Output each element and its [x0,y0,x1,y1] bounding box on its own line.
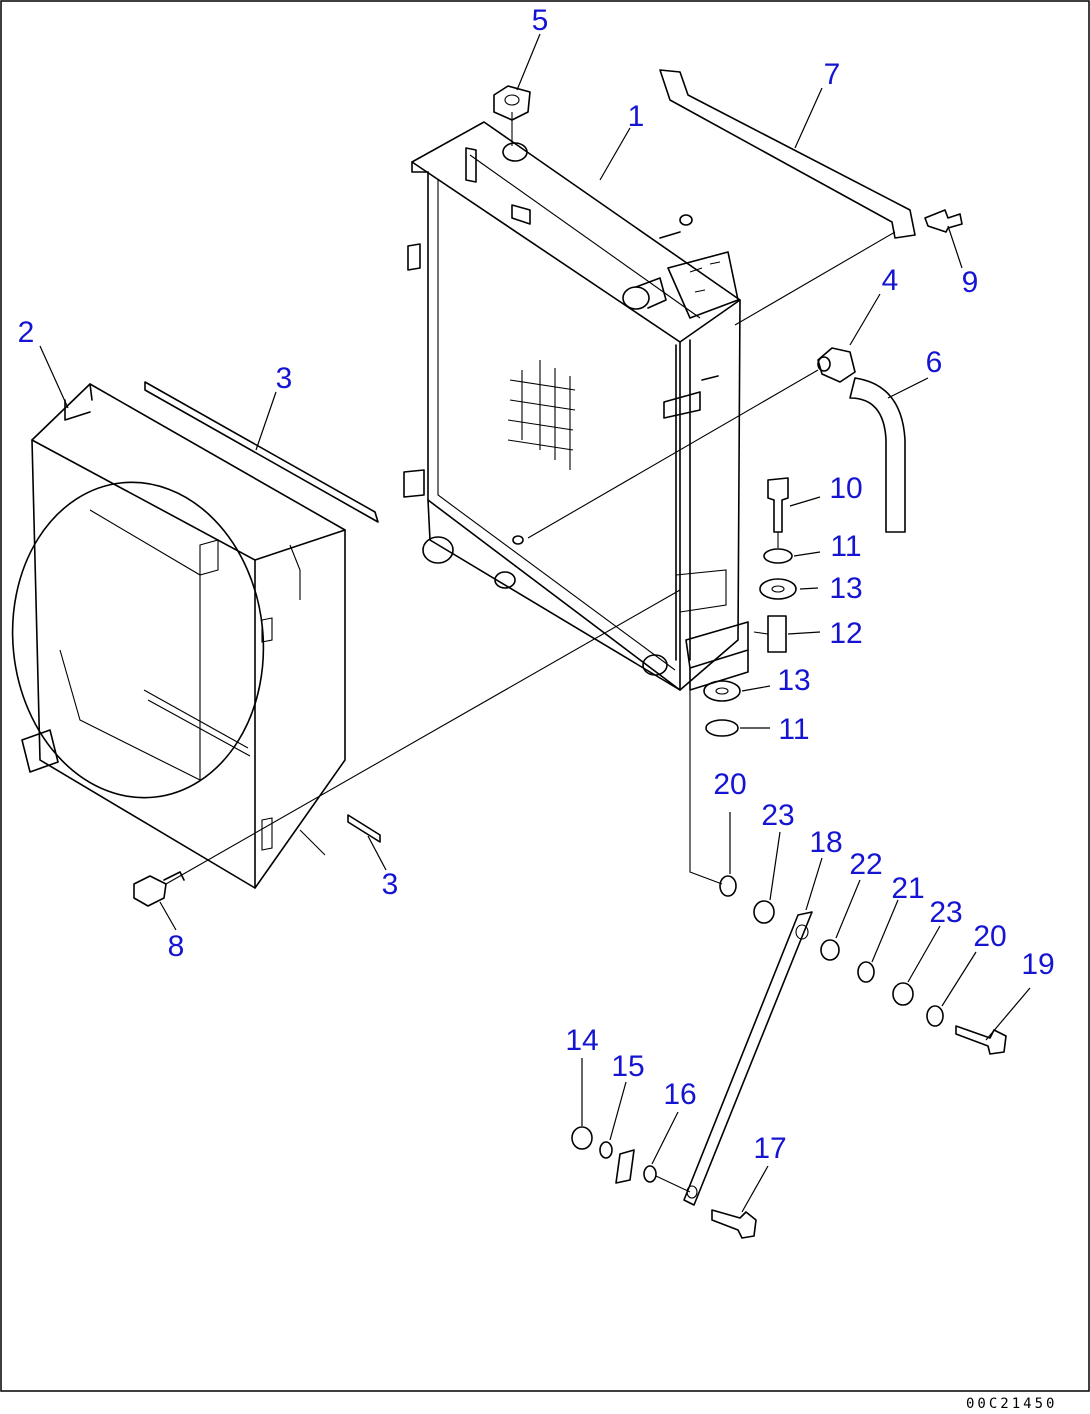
nut-part-14 [571,1126,593,1150]
callout-17: 17 [753,1132,786,1165]
callout-11-lower: 11 [778,713,809,746]
nut-part-23-lower [892,982,914,1006]
callout-22: 22 [849,848,882,881]
callout-20-lower: 20 [973,920,1006,953]
callout-21: 21 [891,872,924,905]
radiator-cap-part-5 [493,85,531,121]
stay-part-7 [659,69,916,239]
collar-part-21 [857,961,875,983]
callout-6: 6 [926,346,943,379]
callout-18: 18 [809,826,842,859]
drawing-code: 00C21450 [966,1396,1057,1412]
callout-12: 12 [829,617,862,650]
callout-20-upper: 20 [713,768,746,801]
nut-part-23-upper [753,900,775,924]
callout-23-upper: 23 [761,799,794,832]
bolt-part-19 [955,1025,1007,1055]
callout-labels: 5 1 7 9 4 6 2 3 10 11 13 12 13 11 20 23 … [18,4,1055,1165]
plate-part-16 [615,1149,635,1184]
callout-13-upper: 13 [829,572,862,605]
callout-5: 5 [532,4,549,37]
bushing-part-22 [820,939,840,961]
callout-8: 8 [168,930,185,963]
washer-part-15 [599,1141,613,1159]
radiator-part-1 [403,121,749,691]
callout-1: 1 [628,100,645,133]
washer-part-20-upper [719,875,737,897]
callout-16: 16 [663,1078,696,1111]
bolt-part-17 [711,1209,757,1239]
valve-part-4 [817,347,856,383]
seal-strip-part-3-upper [144,381,379,523]
washer-part-20-lower [926,1005,944,1027]
callout-10: 10 [829,472,862,505]
callout-7: 7 [824,58,841,91]
washer-part-16 [643,1165,657,1183]
bar-part-18 [683,911,813,1206]
bolt-part-10 [767,477,789,533]
hose-part-6 [849,377,906,533]
assembly-lines [165,112,896,1193]
callout-23-lower: 23 [929,896,962,929]
bolt-part-9 [924,209,963,233]
washer-part-11-lower [705,719,739,737]
callout-13-lower: 13 [777,664,810,697]
bolt-part-8 [133,875,167,907]
washer-part-11-upper [763,548,793,564]
leader-lines [39,33,1031,1213]
callout-15: 15 [611,1050,644,1083]
fan-shroud-part-2 [11,383,346,889]
callout-11-upper: 11 [830,530,861,563]
mount-part-13-upper [759,578,797,600]
callout-14: 14 [565,1024,598,1057]
callout-9: 9 [962,266,979,299]
mount-part-13-lower [703,680,741,702]
seal-strip-part-3-lower [347,814,381,843]
collar-part-12 [767,615,787,653]
callout-19: 19 [1021,948,1054,981]
callout-3-lower: 3 [382,868,399,901]
callout-4: 4 [882,264,899,297]
callout-3-upper: 3 [276,362,293,395]
callout-2: 2 [18,316,35,349]
